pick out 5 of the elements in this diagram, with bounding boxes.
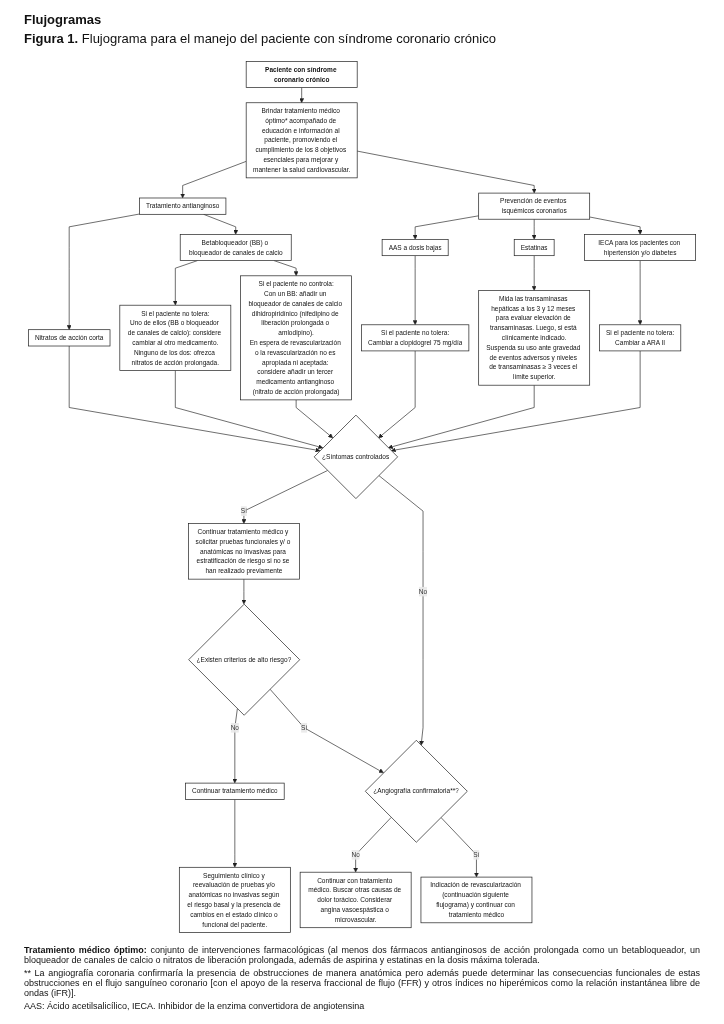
section-heading: Flujogramas bbox=[24, 12, 103, 27]
figure-title: Figura 1. Flujograma para el manejo del paciente con síndrome coronario crónico bbox=[24, 31, 497, 46]
footnote: ** La angiografía coronaria confirmaría la presencia de obstrucciones de manera anatómica pero además puede determinar las consecuencias funcionales de estas obstrucciones en el flujo sanguíneo coronario [con el apoyo de la reserva fraccional de flujo (FFR) y otros índices no hiperémicos como la relación instantánea libre de ondas (iFR)]. bbox=[24, 968, 700, 998]
footnote: Tratamiento médico óptimo: conjunto de intervenciones farmacológicas (al menos dos fármacos antianginosos de acción prolongada como un betabloqueador, un bloqueador de canales de calcio o nitratos de liberación prolongada, además de aspirina y estatinas en la dosis máxima tolerada. bbox=[24, 945, 700, 965]
footnote: AAS: Ácido acetilsalicílico, IECA. Inhibidor de la enzima convertidora de angiotensina bbox=[24, 1001, 366, 1011]
